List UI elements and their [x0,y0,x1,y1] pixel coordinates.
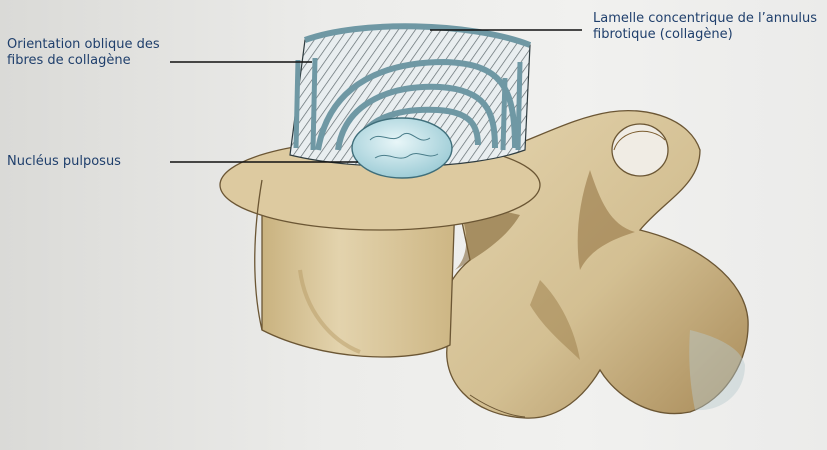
label-orientation-line1: Orientation oblique des [7,37,160,53]
label-orientation-fibres: Orientation oblique des fibres de collag… [7,37,160,69]
label-lamelle-line2: fibrotique (collagène) [593,27,817,43]
nucleus-pulposus [352,118,452,178]
label-orientation-line2: fibres de collagène [7,53,160,69]
label-nucleus-pulposus: Nucléus pulposus [7,154,121,170]
label-lamelle-concentrique: Lamelle concentrique de l’annulus fibrot… [593,11,817,43]
label-lamelle-line1: Lamelle concentrique de l’annulus [593,11,817,27]
